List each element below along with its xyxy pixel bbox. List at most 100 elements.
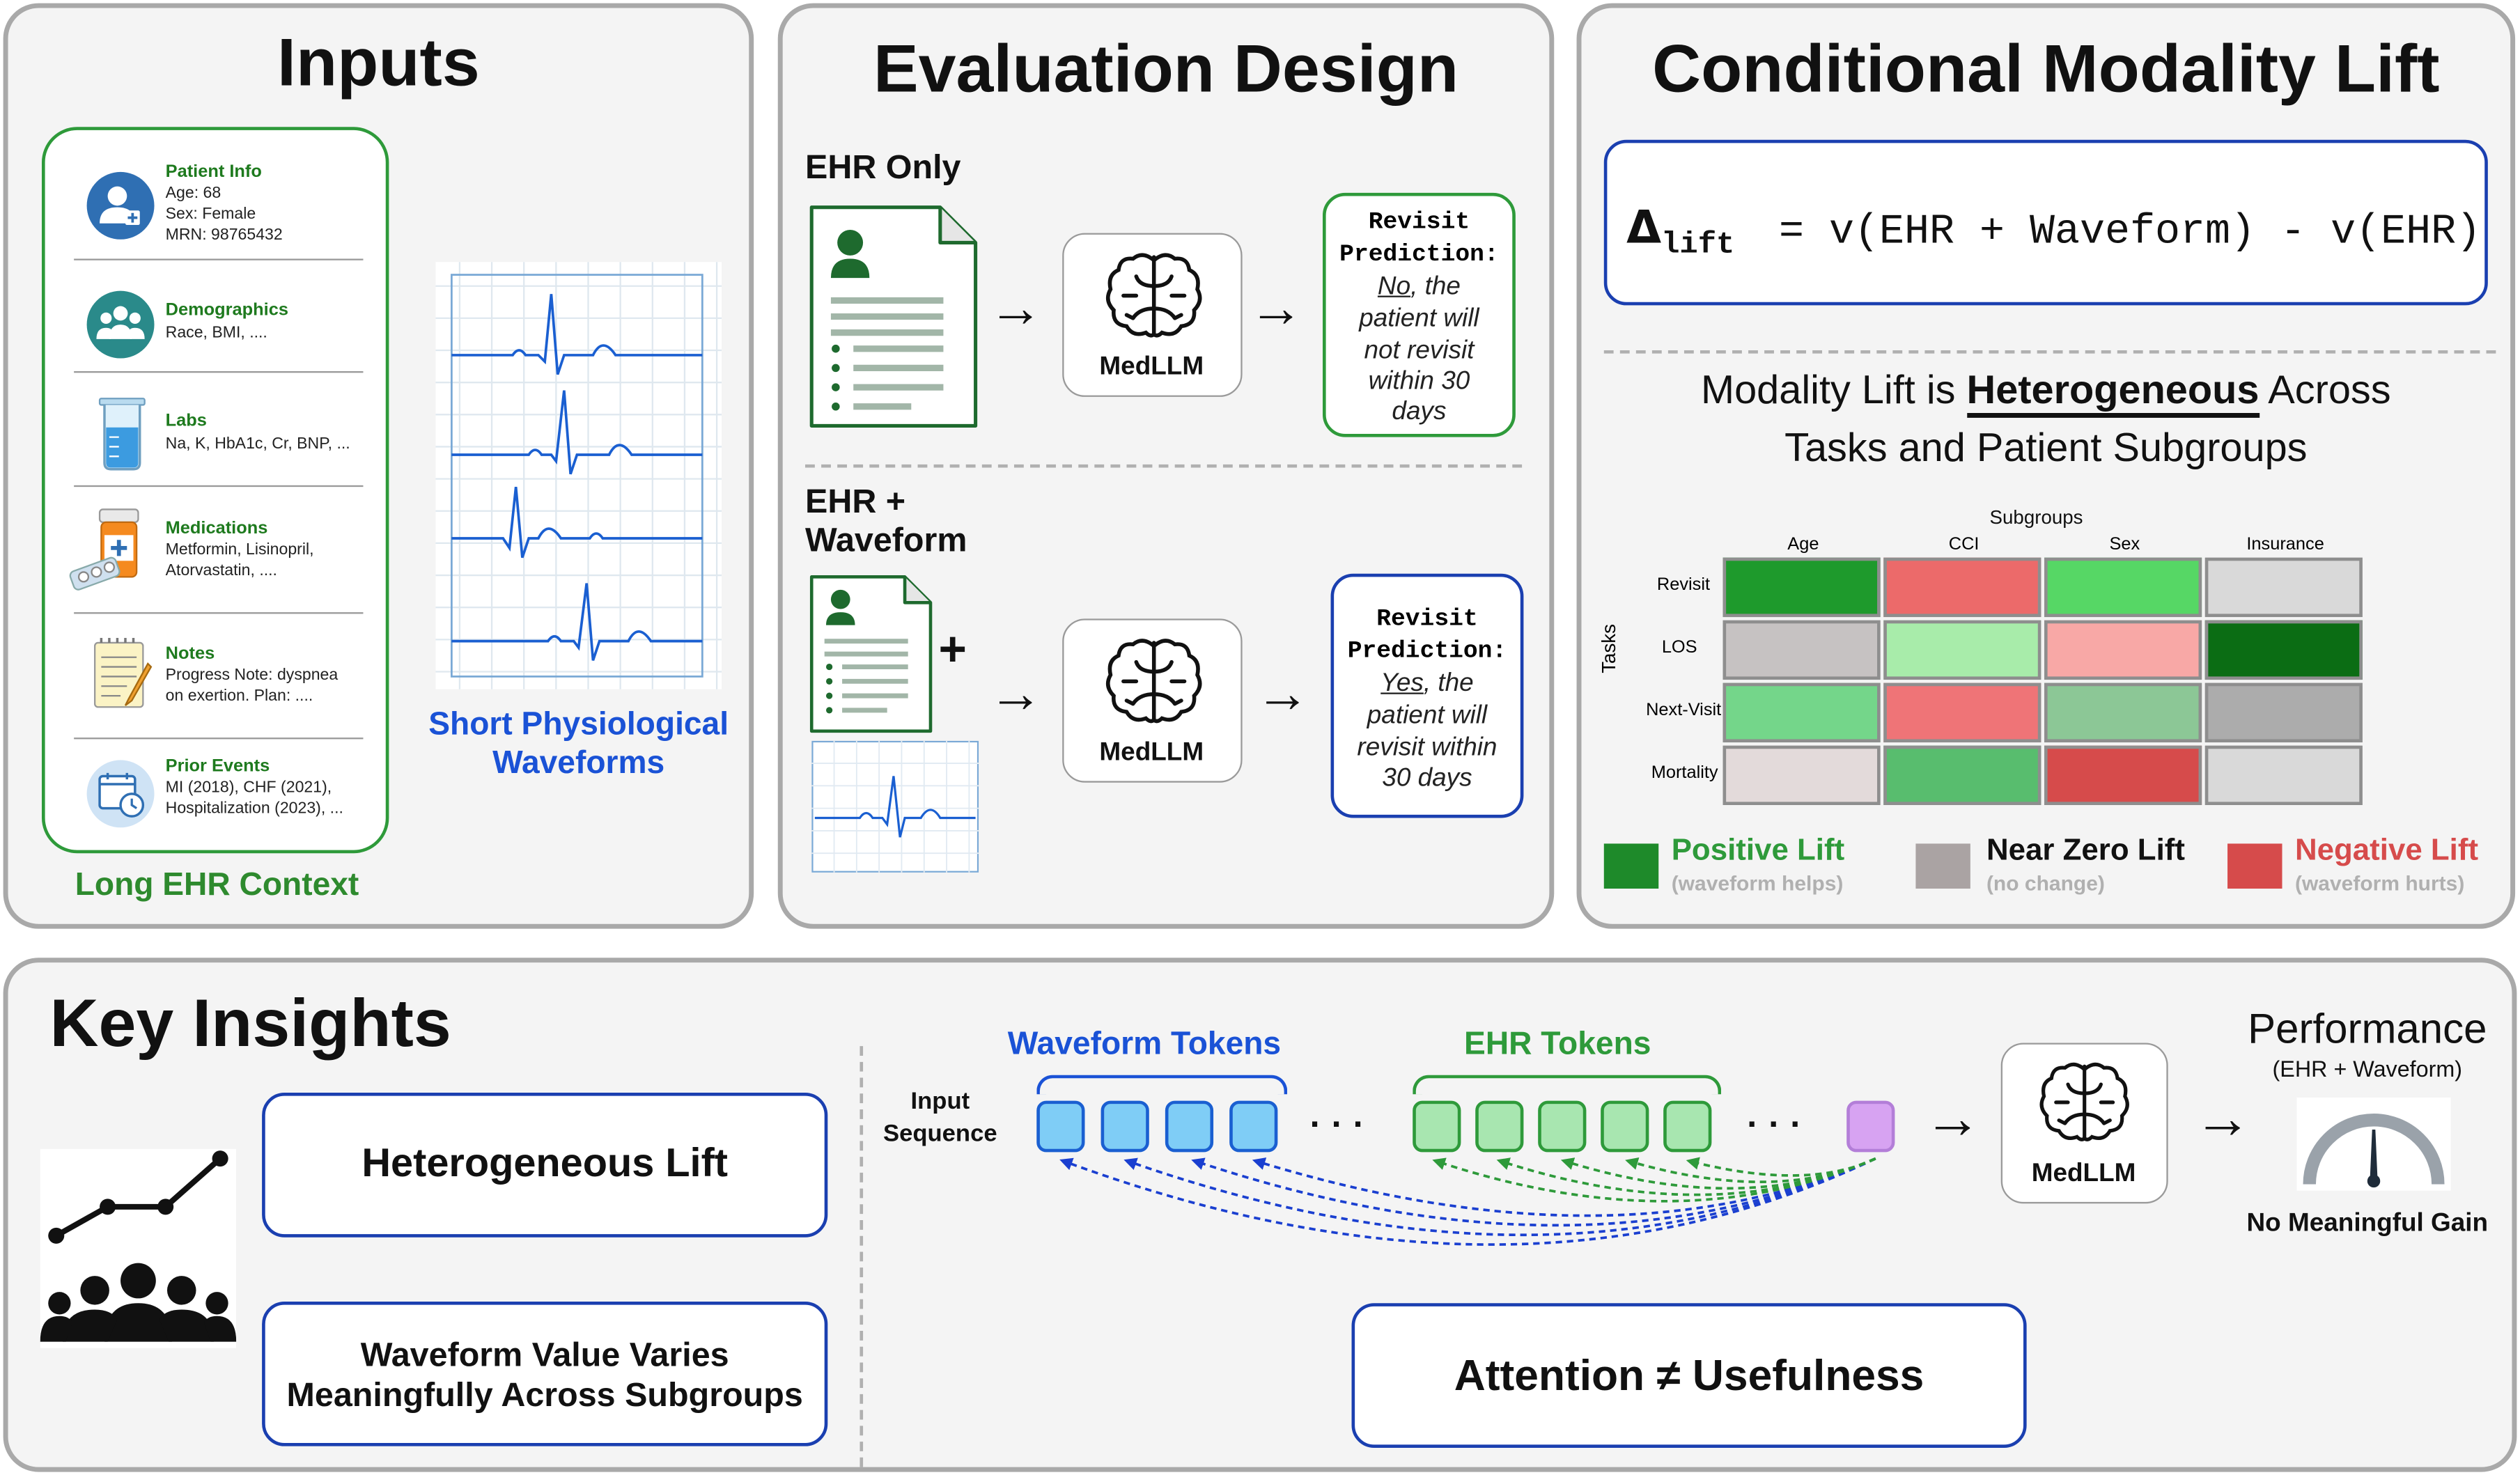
prediction-box-yes: Revisit Prediction: Yes, the patient wil…	[1330, 573, 1524, 818]
ehr-tokens-bracket	[1413, 1075, 1722, 1095]
heatmap-cell	[2044, 745, 2202, 806]
ehr-token	[1413, 1100, 1461, 1153]
ehr-item-title: Labs	[165, 411, 207, 431]
heatmap-cell	[2204, 682, 2363, 743]
legend-swatch-negative	[2227, 843, 2282, 889]
prediction-line: within 30	[1368, 368, 1470, 396]
heatmap-col-label: Age	[1787, 535, 1819, 555]
trend-people-icon	[40, 1148, 237, 1348]
arrow-right-icon: →	[1248, 278, 1304, 339]
heatmap-row-label: Mortality	[1651, 763, 1718, 783]
heatmap-row-label: Revisit	[1656, 575, 1711, 595]
heatmap-cell	[1883, 745, 2041, 806]
formula-box: Δlift = v(EHR + Waveform) - v(EHR)	[1603, 139, 2488, 306]
divider	[74, 258, 364, 260]
waveform-caption-2: Waveforms	[492, 745, 665, 781]
insight-box-heterogeneous: Heterogeneous Lift	[262, 1093, 828, 1238]
waveform-strip	[435, 262, 722, 689]
prediction-line: revisit within	[1357, 734, 1498, 762]
performance-result: No Meaningful Gain	[2246, 1210, 2489, 1238]
legend-neutral-sub: (no change)	[1986, 871, 2105, 896]
formula-delta: Δ	[1626, 201, 1662, 254]
attention-text: Attention ≠ Usefulness	[1454, 1351, 1924, 1400]
ehr-item-medications: Medications Metformin, Lisinopril, Atorv…	[45, 503, 386, 599]
heatmap-cell	[2044, 557, 2202, 618]
legend-positive-label: Positive Lift	[1671, 834, 1845, 868]
heatmap-row-label: Next-Visit	[1646, 701, 1722, 720]
prediction-title: Revisit	[1376, 605, 1478, 634]
divider	[74, 371, 364, 373]
insight-box-subgroups: Waveform Value Varies Meaningfully Acros…	[262, 1301, 828, 1446]
ehr-item-line: MRN: 98765432	[165, 226, 283, 244]
heatmap-cell	[2204, 557, 2363, 618]
ehr-item-patient-info: Patient Info Age: 68 Sex: Female MRN: 98…	[45, 162, 386, 258]
medllm-box-1: MedLLM	[1062, 233, 1243, 397]
answer-rest: , the	[1423, 670, 1474, 698]
ehr-item-line: MI (2018), CHF (2021),	[165, 779, 332, 797]
heatmap-cell	[2044, 682, 2202, 743]
heatmap-cell	[1722, 620, 1881, 680]
heatmap-cell	[1722, 745, 1881, 806]
ehr-item-line: Metformin, Lisinopril,	[165, 541, 314, 559]
insight-text: Waveform Value Varies	[360, 1336, 729, 1374]
medllm-box-3: MedLLM	[2000, 1043, 2168, 1204]
vertical-dashed-divider	[860, 1046, 864, 1467]
medllm-label: MedLLM	[2031, 1160, 2136, 1188]
inputs-panel: Inputs Patient Info Age: 68 Sex: Female …	[3, 3, 754, 929]
legend-swatch-neutral	[1915, 843, 1970, 889]
heatmap-cell	[1722, 557, 1881, 618]
ehr-caption: Long EHR Context	[75, 867, 359, 903]
prediction-line: patient will	[1359, 305, 1479, 333]
dashed-divider	[805, 464, 1523, 468]
heatmap-col-label: Insurance	[2246, 535, 2324, 555]
waveform-token	[1165, 1100, 1214, 1153]
ehr-item-title: Notes	[165, 644, 215, 664]
evaluation-panel: Evaluation Design EHR Only →	[777, 3, 1555, 929]
ehr-item-line: Na, K, HbA1c, Cr, BNP, ...	[165, 435, 350, 453]
heatmap-col-title: Subgroups	[1989, 506, 2083, 529]
arrow-right-icon: →	[1923, 1084, 1982, 1151]
prediction-answer: No, the	[1326, 273, 1513, 302]
heading-part: Modality Lift is	[1701, 368, 1967, 414]
answer-word: No	[1377, 273, 1411, 301]
plus-sign: +	[938, 623, 967, 677]
formula: Δlift = v(EHR + Waveform) - v(EHR)	[1626, 201, 2481, 262]
legend-neutral-label: Near Zero Lift	[1986, 834, 2185, 868]
gauge-icon	[2296, 1097, 2451, 1191]
answer-rest: , the	[1410, 273, 1461, 301]
medllm-label: MedLLM	[1099, 739, 1204, 767]
heatmap-row-label: LOS	[1661, 638, 1697, 657]
performance-title: Performance	[2248, 1004, 2487, 1053]
ehr-item-line: Race, BMI, ....	[165, 325, 267, 343]
heatmap-cell	[1722, 682, 1881, 743]
notepad-icon	[90, 634, 157, 712]
input-sequence-label-1: Input	[910, 1088, 970, 1116]
waveform-token	[1036, 1100, 1085, 1153]
medllm-box-2: MedLLM	[1062, 618, 1243, 783]
heatmap-col-label: Sex	[2109, 535, 2140, 555]
dashed-divider	[1603, 350, 2496, 354]
inputs-title: Inputs	[277, 24, 480, 100]
query-token	[1846, 1100, 1895, 1153]
arrow-right-icon: →	[988, 278, 1043, 339]
heatmap-cell	[2044, 620, 2202, 680]
ehr-token	[1601, 1100, 1649, 1153]
ehr-wave-label-2: Waveform	[805, 522, 967, 559]
waveform-tokens-label: Waveform Tokens	[1007, 1027, 1282, 1063]
heading-part: Across	[2259, 368, 2391, 414]
ehr-document-small-icon	[809, 574, 934, 735]
ehr-wave-label-1: EHR +	[805, 483, 906, 521]
insights-title: Key Insights	[49, 985, 451, 1061]
ehr-document-icon	[809, 204, 979, 429]
ehr-token	[1663, 1100, 1712, 1153]
input-sequence-label-2: Sequence	[883, 1120, 997, 1148]
insights-panel: Key Insights Heterogeneous Lift Waveform…	[3, 958, 2517, 1472]
prediction-answer: Yes, the	[1334, 670, 1520, 699]
attention-arcs	[1036, 1152, 1904, 1297]
heatmap-cell	[1883, 682, 2041, 743]
waveform-tokens-bracket	[1036, 1075, 1288, 1095]
ehr-item-line: Sex: Female	[165, 205, 256, 224]
prediction-line: not revisit	[1364, 337, 1475, 365]
arrow-right-icon: →	[2193, 1084, 2252, 1151]
